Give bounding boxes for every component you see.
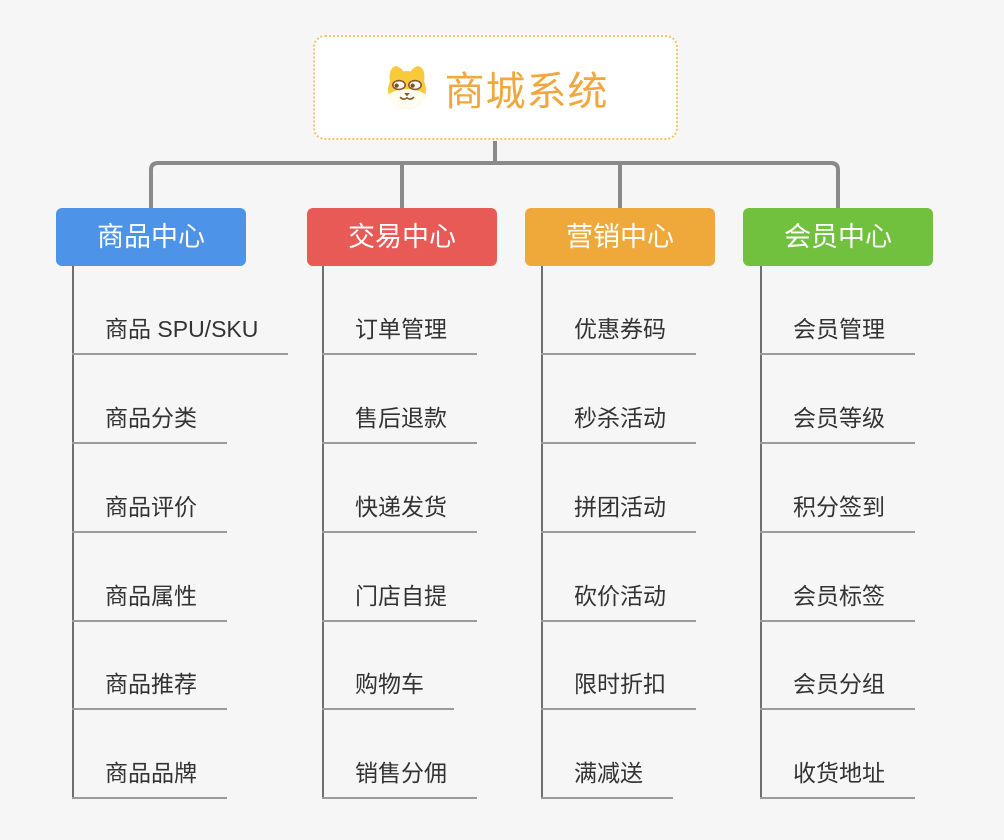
leaf-node[interactable]: 满减送 xyxy=(541,754,673,799)
leaf-node[interactable]: 积分签到 xyxy=(760,488,915,533)
leaf-node[interactable]: 商品推荐 xyxy=(72,665,227,710)
leaf-node[interactable]: 会员等级 xyxy=(760,399,915,444)
leaf-node[interactable]: 商品评价 xyxy=(72,488,227,533)
root-node[interactable]: 商城系统 xyxy=(313,35,678,140)
leaf-node[interactable]: 商品分类 xyxy=(72,399,227,444)
leaf-node[interactable]: 商品品牌 xyxy=(72,754,227,799)
leaf-node[interactable]: 订单管理 xyxy=(322,310,477,355)
leaf-node[interactable]: 拼团活动 xyxy=(541,488,696,533)
leaf-node[interactable]: 会员标签 xyxy=(760,577,915,622)
leaf-node[interactable]: 售后退款 xyxy=(322,399,477,444)
leaf-node[interactable]: 会员分组 xyxy=(760,665,915,710)
dog-icon xyxy=(383,64,431,112)
leaf-node[interactable]: 销售分佣 xyxy=(322,754,477,799)
leaf-node[interactable]: 商品 SPU/SKU xyxy=(72,310,289,355)
branch-column-trade: 订单管理 售后退款 快递发货 门店自提 购物车 销售分佣 xyxy=(322,266,552,806)
leaf-node[interactable]: 商品属性 xyxy=(72,577,227,622)
leaf-node[interactable]: 限时折扣 xyxy=(541,665,696,710)
leaf-node[interactable]: 收货地址 xyxy=(760,754,915,799)
leaf-node[interactable]: 砍价活动 xyxy=(541,577,696,622)
branch-column-product: 商品 SPU/SKU 商品分类 商品评价 商品属性 商品推荐 商品品牌 xyxy=(72,266,302,806)
leaf-node[interactable]: 会员管理 xyxy=(760,310,915,355)
branch-header-member[interactable]: 会员中心 xyxy=(743,208,933,266)
leaf-node[interactable]: 购物车 xyxy=(322,665,454,710)
leaf-node[interactable]: 优惠券码 xyxy=(541,310,696,355)
branch-column-marketing: 优惠券码 秒杀活动 拼团活动 砍价活动 限时折扣 满减送 xyxy=(541,266,771,806)
leaf-node[interactable]: 快递发货 xyxy=(322,488,477,533)
leaf-node[interactable]: 秒杀活动 xyxy=(541,399,696,444)
branch-column-member: 会员管理 会员等级 积分签到 会员标签 会员分组 收货地址 xyxy=(760,266,990,806)
branch-header-marketing[interactable]: 营销中心 xyxy=(525,208,715,266)
root-title: 商城系统 xyxy=(444,69,609,114)
branch-header-product[interactable]: 商品中心 xyxy=(56,208,246,266)
branch-header-trade[interactable]: 交易中心 xyxy=(307,208,497,266)
leaf-node[interactable]: 门店自提 xyxy=(322,577,477,622)
